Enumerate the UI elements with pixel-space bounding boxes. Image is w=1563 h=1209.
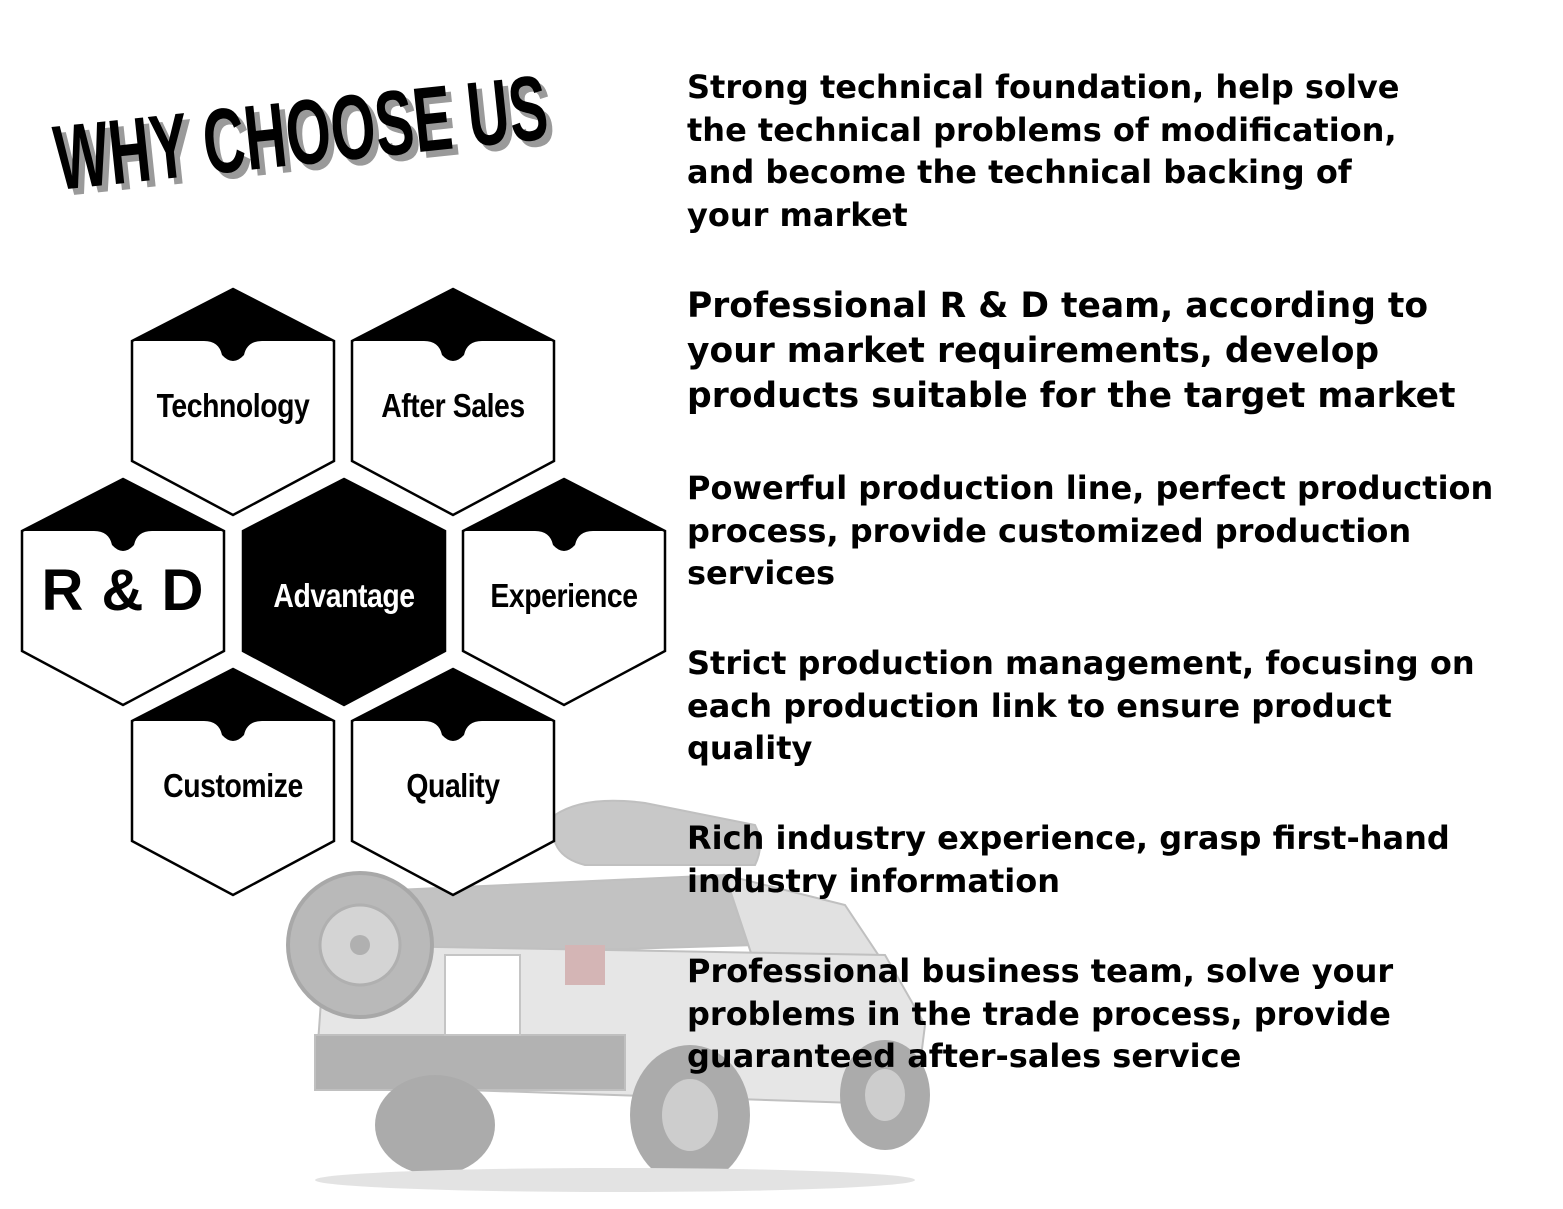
hex-label-customize: Customize: [163, 767, 303, 804]
hex-label-technology: Technology: [156, 387, 310, 424]
hexagon-shape: [350, 287, 556, 517]
hexagon-shape: [461, 477, 667, 707]
truck-image: [286, 799, 930, 1192]
hex-experience: Experience: [453, 473, 675, 711]
headline: WHY CHOOSE US WHY CHOOSE US: [49, 57, 578, 216]
hex-rnd: R & D: [12, 473, 234, 711]
hexagon-shape: [20, 477, 226, 707]
hex-label-experience: Experience: [490, 577, 638, 614]
feature-technical-foundation: Strong technical foundation, help solve …: [687, 68, 1400, 234]
hexagon-shape: [350, 667, 556, 897]
hex-advantage: Advantage: [233, 473, 455, 711]
hexagon-shape: [130, 667, 336, 897]
hex-label-quality: Quality: [406, 767, 500, 804]
hex-technology: Technology: [122, 283, 344, 521]
hex-customize: Customize: [122, 663, 344, 901]
feature-rnd-team: Professional R & D team, according to yo…: [687, 286, 1456, 416]
feature-business-team: Professional business team, solve your p…: [687, 952, 1394, 1075]
hex-quality: Quality: [342, 663, 564, 901]
feature-production-line: Powerful production line, perfect produc…: [687, 469, 1494, 592]
hex-after-sales: After Sales: [342, 283, 564, 521]
feature-industry-experience: Rich industry experience, grasp first-ha…: [687, 819, 1450, 900]
hexagon-shape: [130, 287, 336, 517]
headline-art: WHY CHOOSE US WHY CHOOSE US: [49, 57, 558, 216]
hex-label-after-sales: After Sales: [381, 387, 525, 424]
hex-label-rnd: R & D: [41, 558, 205, 623]
hex-label-advantage: Advantage: [273, 577, 415, 614]
feature-production-management: Strict production management, focusing o…: [687, 644, 1475, 767]
truck-illustration: [285, 795, 945, 1195]
hexagon-shape-filled: [241, 477, 447, 707]
